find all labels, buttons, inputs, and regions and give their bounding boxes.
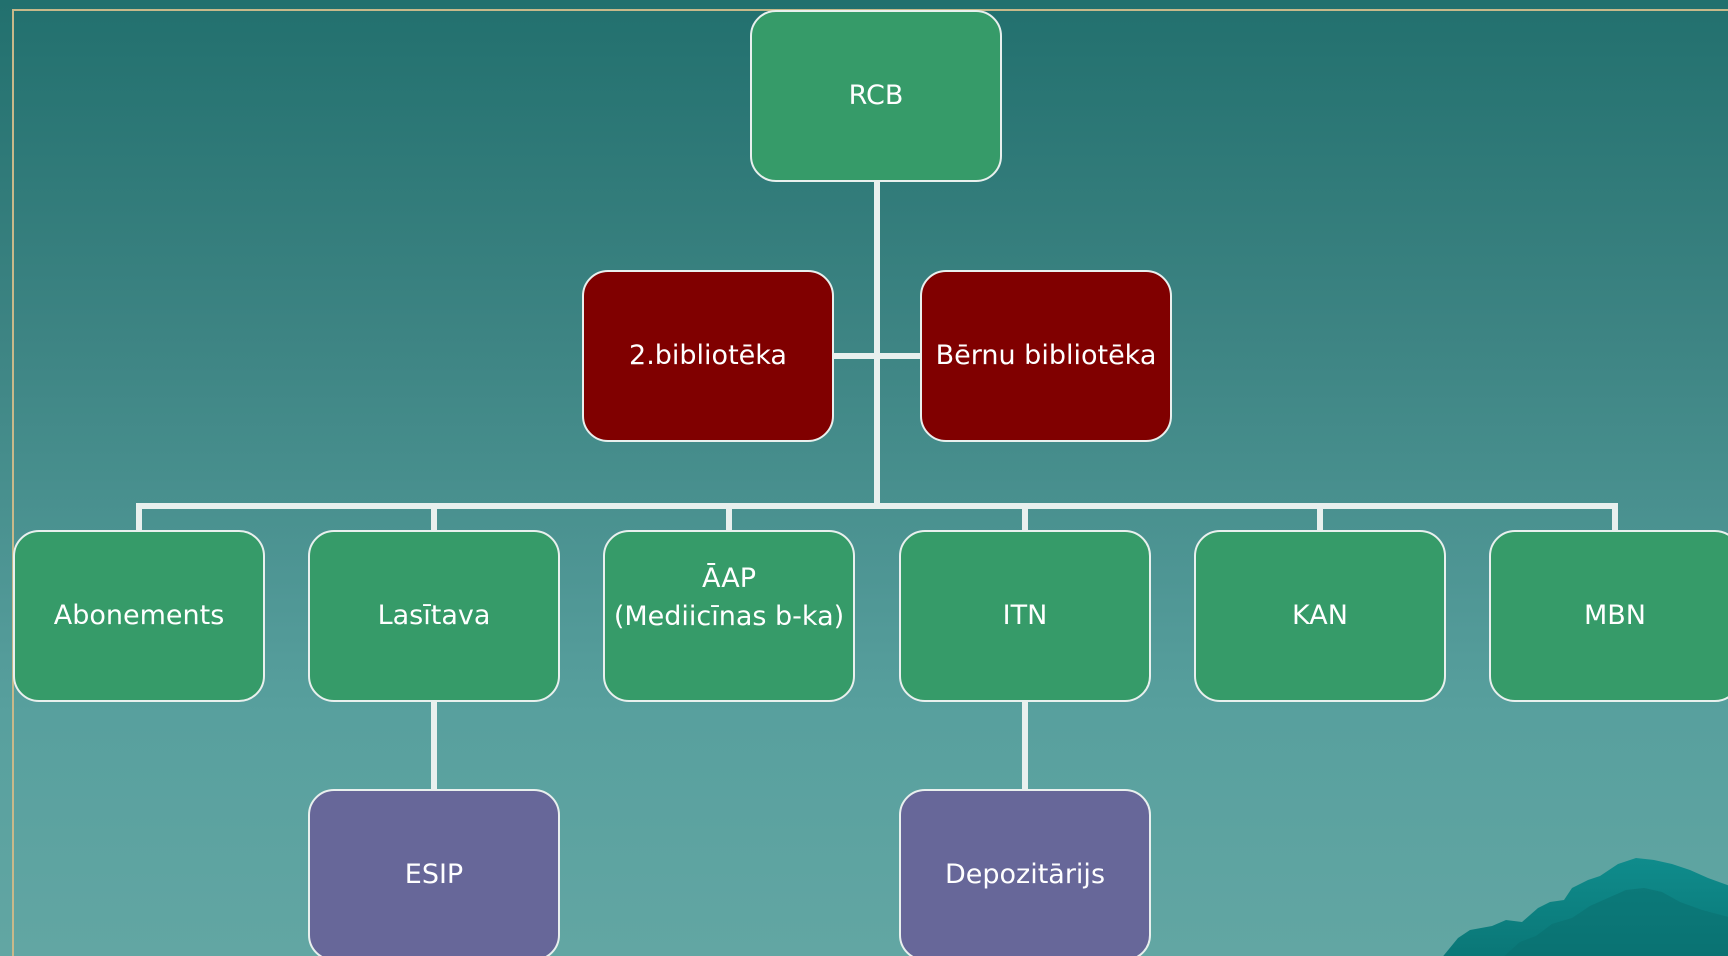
node-mbn: MBN [1489,530,1728,702]
node-depozitarijs: Depozitārijs [899,789,1151,956]
decorative-mountain [1443,858,1728,956]
node-bernu-biblioteka: Bērnu bibliotēka [920,270,1172,442]
node-2-biblioteka: 2.bibliotēka [582,270,834,442]
node-abonements: Abonements [13,530,265,702]
node-kan: KAN [1194,530,1446,702]
node-esip: ESIP [308,789,560,956]
node-rcb: RCB [750,10,1002,182]
node-aap: ĀAP (Mediicīnas b-ka) [603,530,855,702]
node-itn: ITN [899,530,1151,702]
node-lasitava: Lasītava [308,530,560,702]
